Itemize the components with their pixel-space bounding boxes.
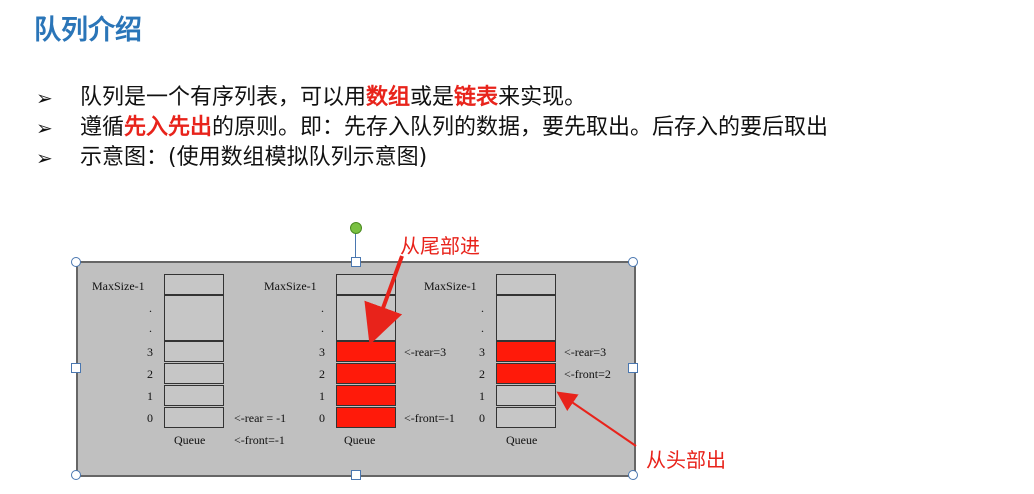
row-label: 2: [147, 367, 153, 381]
queue-label: Queue: [174, 433, 206, 447]
bullet-text: 的原则。即：先存入队列的数据，要先取出。后存入的要后取出: [212, 115, 829, 140]
bullet-text: 或是: [410, 85, 455, 110]
enter-callout: 从尾部进: [400, 234, 480, 258]
queue-cell-filled: [496, 341, 556, 362]
bullet-item-1: ➢ 队列是一个有序列表，可以用数组或是链表来实现。: [36, 84, 1016, 112]
queue-cell: [496, 274, 556, 295]
enter-arrow: [364, 255, 404, 346]
queue-cell-filled: [336, 407, 396, 428]
queue-cell: [164, 295, 224, 341]
row-label: 2: [479, 367, 485, 381]
queue-cell-filled: [336, 385, 396, 406]
row-label: 0: [479, 411, 485, 425]
queue-cell: [496, 385, 556, 406]
bullet-item-2: ➢ 遵循先入先出的原则。即：先存入队列的数据，要先取出。后存入的要后取出: [36, 114, 1016, 142]
bullet-arrow-icon: ➢: [36, 116, 53, 140]
front-pointer: <-front=2: [564, 367, 611, 381]
resize-handle[interactable]: [71, 363, 81, 373]
row-label: .: [149, 301, 152, 315]
rotation-handle-line: [355, 233, 356, 259]
queue-cell: [164, 363, 224, 384]
bullet-item-3: ➢ 示意图：(使用数组模拟队列示意图): [36, 144, 1016, 172]
row-label: .: [481, 301, 484, 315]
exit-arrow: [556, 391, 637, 447]
row-label: MaxSize-1: [264, 279, 317, 293]
row-label: 3: [147, 345, 153, 359]
row-label: 0: [319, 411, 325, 425]
row-label: .: [481, 321, 484, 335]
resize-handle[interactable]: [628, 257, 638, 267]
bullet-text: 队列是一个有序列表，可以用: [80, 85, 367, 110]
resize-handle[interactable]: [351, 470, 361, 480]
highlight-text: 链表: [454, 85, 499, 110]
rear-pointer: <-rear=3: [564, 345, 607, 359]
queue-cell: [496, 295, 556, 341]
page-title: 队列介绍: [34, 15, 142, 46]
row-label: 1: [319, 389, 325, 403]
queue-label: Queue: [506, 433, 538, 447]
queue-label: Queue: [344, 433, 376, 447]
queue-diagram[interactable]: MaxSize-1 . . 3 2 1 0 <-rear = -1 <-fron…: [76, 261, 636, 477]
queue-cell: [164, 274, 224, 295]
row-label: .: [149, 321, 152, 335]
queue-cell: [164, 341, 224, 362]
queue-cell-filled: [496, 363, 556, 384]
resize-handle[interactable]: [351, 257, 361, 267]
row-label: .: [321, 321, 324, 335]
front-pointer: <-front=-1: [404, 411, 455, 425]
queue-cell-filled: [336, 363, 396, 384]
queue-cell: [336, 274, 396, 295]
bullet-list: ➢ 队列是一个有序列表，可以用数组或是链表来实现。 ➢ 遵循先入先出的原则。即：…: [36, 84, 1016, 174]
bullet-text: 遵循: [80, 115, 125, 140]
row-label: 2: [319, 367, 325, 381]
resize-handle[interactable]: [71, 470, 81, 480]
front-pointer: <-front=-1: [234, 433, 285, 447]
resize-handle[interactable]: [628, 470, 638, 480]
row-label: 3: [479, 345, 485, 359]
row-label: MaxSize-1: [92, 279, 145, 293]
highlight-text: 先入先出: [124, 115, 213, 140]
highlight-text: 数组: [366, 85, 411, 110]
row-label: 1: [479, 389, 485, 403]
row-label: .: [321, 301, 324, 315]
rotation-handle[interactable]: [350, 222, 362, 234]
queue-cell: [164, 407, 224, 428]
resize-handle[interactable]: [71, 257, 81, 267]
queue-cell: [164, 385, 224, 406]
bullet-arrow-icon: ➢: [36, 86, 53, 110]
bullet-text: 示意图：(使用数组模拟队列示意图): [80, 145, 428, 170]
bullet-text: 来实现。: [498, 85, 587, 110]
queue-cell: [496, 407, 556, 428]
row-label: 1: [147, 389, 153, 403]
resize-handle[interactable]: [628, 363, 638, 373]
rear-pointer: <-rear=3: [404, 345, 447, 359]
rear-pointer: <-rear = -1: [234, 411, 287, 425]
row-label: MaxSize-1: [424, 279, 477, 293]
row-label: 3: [319, 345, 325, 359]
row-label: 0: [147, 411, 153, 425]
bullet-arrow-icon: ➢: [36, 146, 53, 170]
exit-callout: 从头部出: [646, 448, 726, 472]
